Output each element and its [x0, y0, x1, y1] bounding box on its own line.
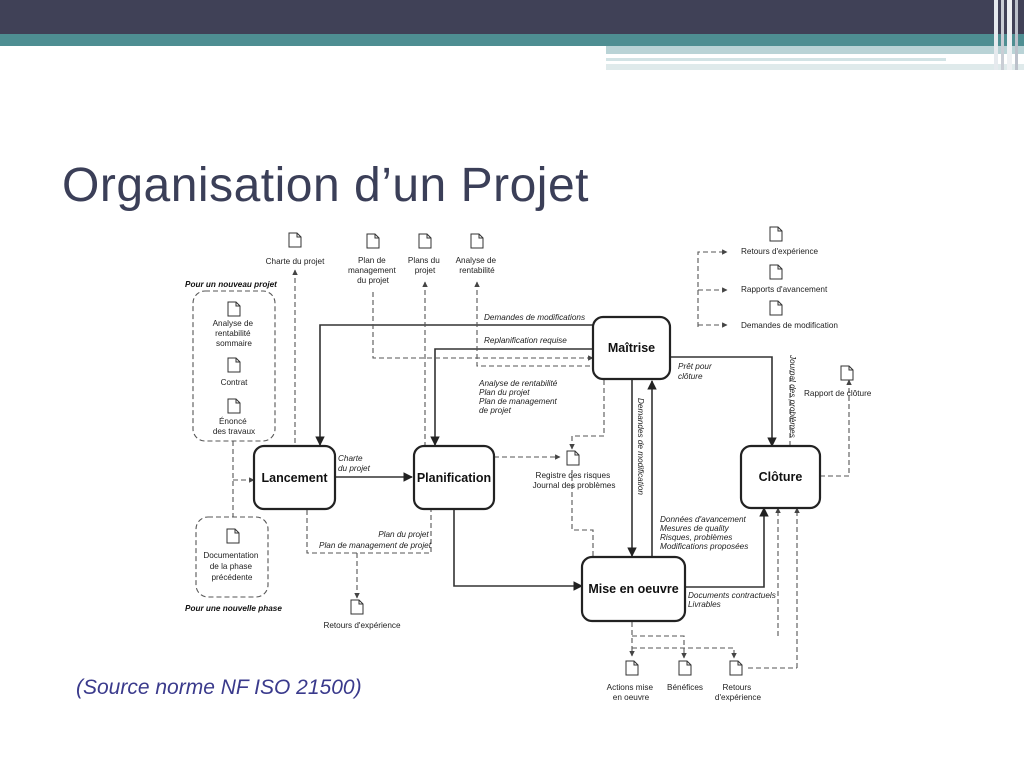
document-icon — [227, 301, 241, 317]
new-phase-footer: Pour une nouvelle phase — [185, 604, 282, 613]
flow-charte: Charte du projet — [338, 454, 371, 473]
process-planification-label: Planification — [417, 471, 491, 485]
doc-analyse-sommaire-label: Analyse de rentabilité sommaire — [213, 319, 256, 348]
doc-actions-label: Actions mise en oeuvre — [607, 683, 656, 702]
document-icon — [288, 232, 302, 248]
flow-donnees: Données d'avancement Mesures de quality … — [660, 515, 748, 551]
process-mise-en-oeuvre: Mise en oeuvre — [580, 555, 687, 623]
document-icon — [566, 450, 580, 466]
doc-retours-right-label: Retours d'expérience — [741, 247, 819, 256]
doc-rapport-cloture-label: Rapport de clôture — [804, 389, 872, 398]
process-maitrise: Maîtrise — [591, 315, 672, 381]
document-icon — [769, 264, 783, 280]
flow-replanification: Replanification requise — [484, 336, 567, 345]
document-icon — [729, 660, 743, 676]
document-icon — [366, 233, 380, 249]
main-flows — [315, 324, 777, 591]
flow-documents: Documents contractuels Livrables — [688, 591, 778, 609]
doc-charte-label: Charte du projet — [266, 257, 325, 266]
header-band — [0, 0, 1024, 70]
document-icon — [227, 398, 241, 414]
process-lancement-label: Lancement — [262, 471, 329, 485]
doc-contrat-label: Contrat — [221, 378, 249, 387]
flow-journal-vertical: Journal des problèmes — [788, 354, 797, 438]
doc-retours-bottom-label: Retours d'expérience — [715, 683, 762, 702]
doc-analyse-label: Analyse de rentabilité — [456, 256, 499, 275]
doc-documentation-label: Documentation de la phase précédente — [203, 551, 260, 582]
doc-rapports-label: Rapports d'avancement — [741, 285, 828, 294]
document-icon — [678, 660, 692, 676]
process-mise-en-oeuvre-label: Mise en oeuvre — [588, 582, 678, 596]
document-icon — [350, 599, 364, 615]
doc-demandes-label: Demandes de modification — [741, 321, 838, 330]
doc-retours-left-label: Retours d'expérience — [323, 621, 401, 630]
flow-demandes-vertical: Demandes de modification — [636, 398, 645, 495]
doc-registre-label: Registre des risques Journal des problèm… — [533, 471, 616, 490]
doc-plan-management-label: Plan de management du projet — [348, 256, 398, 285]
process-cloture: Clôture — [739, 444, 822, 510]
flow-demandes-modifications: Demandes de modifications — [484, 313, 585, 322]
document-icon — [470, 233, 484, 249]
document-icon — [625, 660, 639, 676]
new-phase-group — [195, 516, 269, 598]
new-project-group — [192, 290, 276, 442]
doc-enonce-label: Énoncé des travaux — [213, 416, 255, 436]
process-cloture-label: Clôture — [759, 470, 803, 484]
info-flows — [232, 249, 852, 669]
process-planification: Planification — [412, 444, 496, 511]
slide-title: Organisation d’un Projet — [62, 159, 589, 212]
process-maitrise-label: Maîtrise — [608, 341, 655, 355]
document-icon — [840, 365, 854, 381]
document-icon — [769, 226, 783, 242]
process-lancement: Lancement — [252, 444, 337, 511]
doc-benefices-label: Bénéfices — [667, 683, 703, 692]
document-icon — [226, 528, 240, 544]
document-icon — [418, 233, 432, 249]
flow-analyse-plan: Analyse de rentabilité Plan du projet Pl… — [478, 379, 560, 415]
flow-pret-cloture: Prêt pour clôture — [678, 362, 714, 381]
flow-plan: Plan du projet Plan de management de pro… — [319, 530, 432, 550]
new-project-header: Pour un nouveau projet — [185, 280, 277, 289]
source-note: (Source norme NF ISO 21500) — [76, 676, 362, 699]
doc-plans-label: Plans du projet — [408, 256, 442, 275]
document-icon — [769, 300, 783, 316]
document-icon — [227, 357, 241, 373]
